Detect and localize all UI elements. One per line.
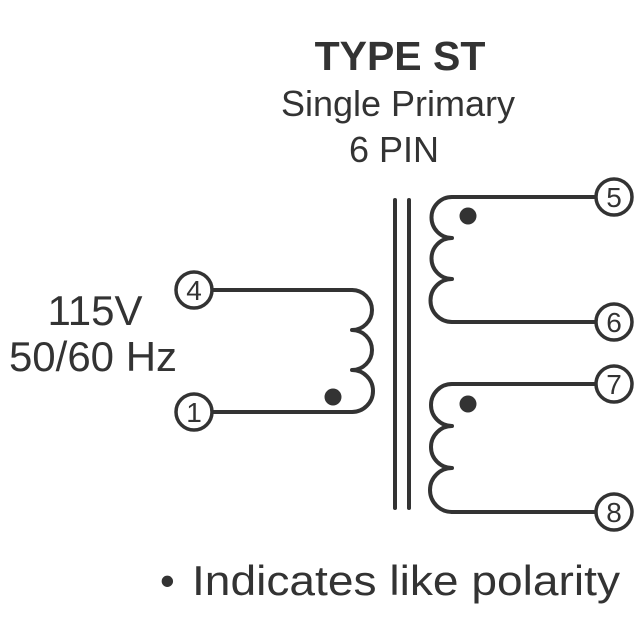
pin-1-label: 1 [186,397,202,428]
pin-4-label: 4 [186,275,202,306]
pin-6-label: 6 [606,307,622,338]
frequency-label: 50/60 Hz [9,333,177,380]
secondary-lower-coil [428,382,454,514]
pin-1 [174,392,214,432]
pin-4 [174,270,214,310]
pin-7-label: 7 [606,369,622,400]
secondary-lower-polarity-dot [459,395,477,413]
legend-text: Indicates like polarity [192,557,620,604]
pin-5-label: 5 [606,182,622,213]
pin-count-label: 6 PIN [349,129,439,170]
pin-8 [594,492,634,532]
primary-coil [350,288,375,414]
legend-bullet: • [160,557,175,604]
diagram-title: TYPE ST [315,33,486,79]
pin-6 [594,302,634,342]
secondary-upper-polarity-dot [459,207,477,225]
diagram-subtitle: Single Primary [281,83,515,124]
pin-8-label: 8 [606,497,622,528]
primary-polarity-dot [324,388,342,406]
pin-5 [594,177,634,217]
secondary-upper-coil [428,195,454,324]
pin-7 [594,364,634,404]
voltage-label: 115V [48,287,143,334]
